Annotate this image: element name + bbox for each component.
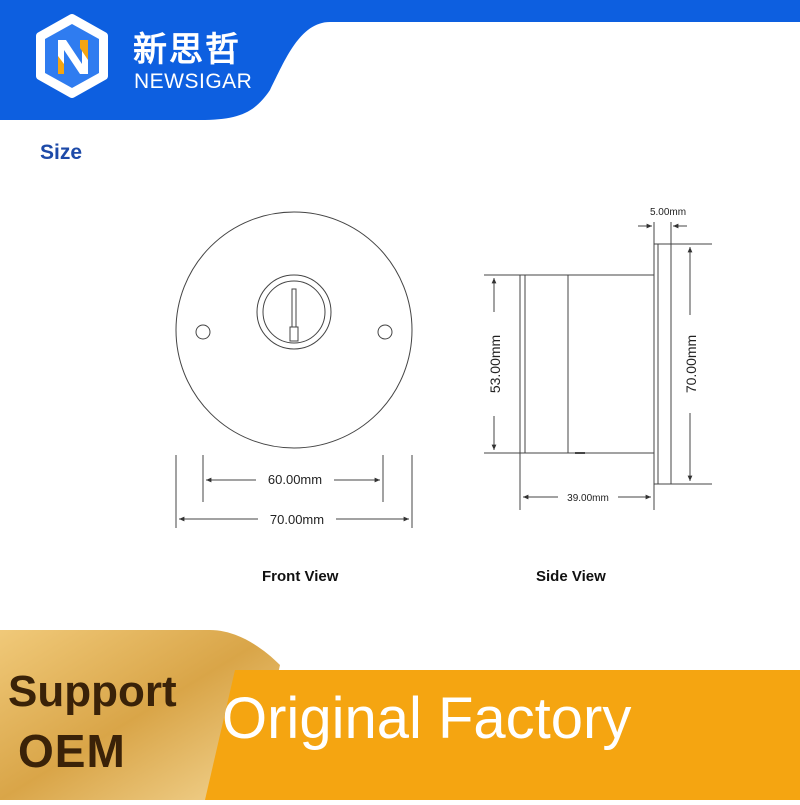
side-flange-dimension-label: 5.00mm (650, 207, 686, 218)
front-view-drawing (175, 211, 413, 528)
front-outer-circle (175, 211, 413, 449)
front-lock-inner-ring (262, 280, 326, 344)
front-mount-hole-right (377, 324, 393, 340)
side-depth-dimension-label: 39.00mm (567, 493, 609, 504)
oem-text: OEM (18, 725, 126, 777)
side-flange (653, 243, 672, 485)
technical-drawing: 60.00mm 70.00mm 5.00mm 53.00mm 70.00mm 3… (175, 207, 712, 528)
header (0, 0, 800, 120)
front-view-label: Front View (262, 568, 339, 585)
side-total-height-label: 70.00mm (683, 335, 699, 393)
front-key-slot (291, 288, 297, 328)
logo-icon (36, 14, 108, 98)
side-body (519, 274, 655, 454)
front-key-tab (289, 326, 299, 342)
original-factory-text: Original Factory (222, 686, 632, 751)
side-view-drawing (484, 222, 712, 510)
front-inner-dimension-label: 60.00mm (268, 472, 322, 487)
front-outer-dimension-label: 70.00mm (270, 512, 324, 527)
brand-name-english: NEWSIGAR (134, 70, 253, 93)
banner-background (0, 630, 800, 800)
front-mount-hole-left (195, 324, 211, 340)
brand-name-chinese: 新思哲 (133, 30, 241, 70)
support-text: Support (8, 667, 177, 716)
promo-banner (0, 620, 800, 800)
side-view-label: Side View (536, 568, 606, 585)
side-body-height-label: 53.00mm (487, 335, 503, 393)
front-lock-outer-ring (256, 274, 332, 350)
header-background (0, 0, 800, 120)
section-title: Size (40, 141, 83, 164)
